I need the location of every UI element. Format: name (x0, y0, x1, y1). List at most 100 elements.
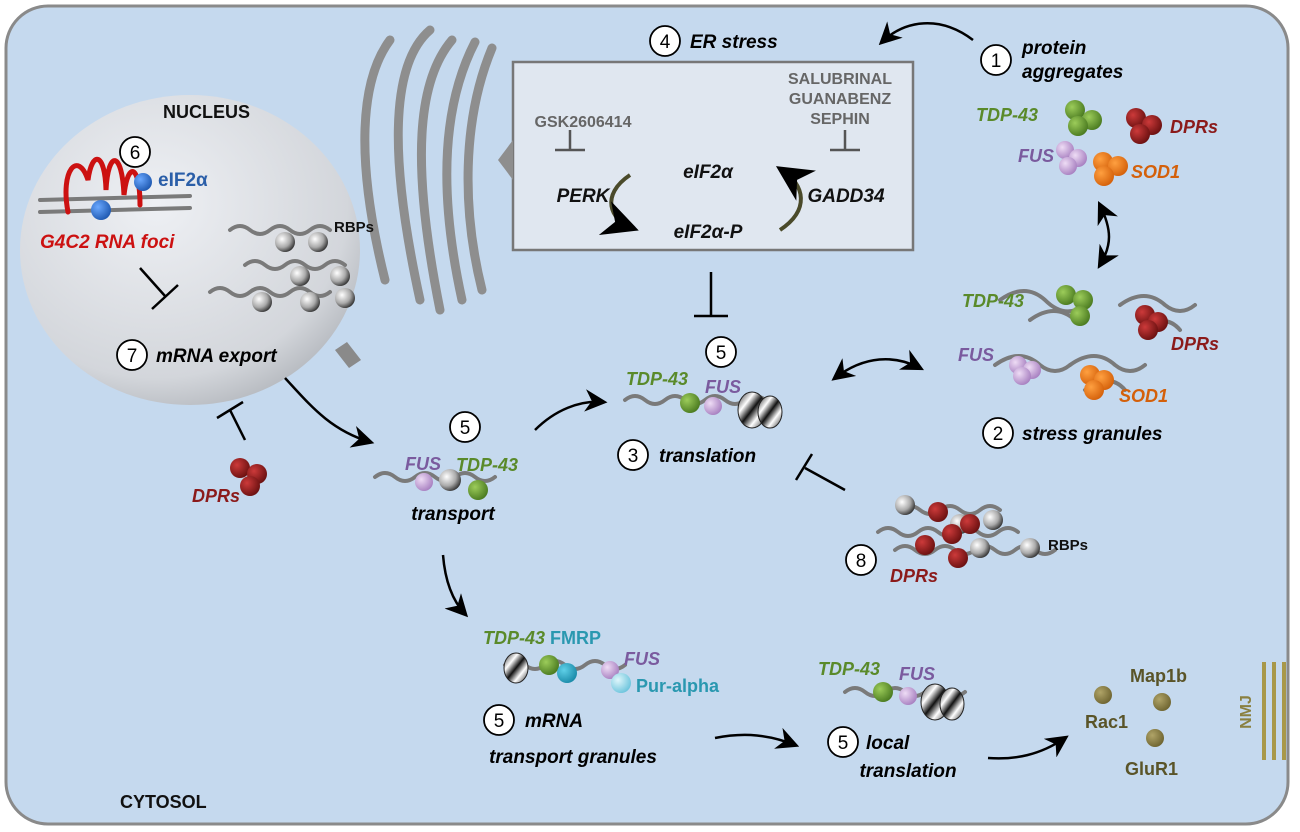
node-1-line2: aggregates (1022, 62, 1123, 83)
tdp43-sg-label: TDP-43 (962, 291, 1024, 311)
eif2a-box-label: eIF2α (683, 162, 734, 183)
inhibit-dprs-stem (228, 409, 247, 441)
dpr-mrna-3 (898, 504, 1002, 516)
ribosome (503, 652, 529, 684)
fus-sphere (601, 661, 619, 679)
gadd34-label: GADD34 (807, 186, 885, 207)
node-7-number: 7 (127, 346, 138, 367)
gadd34-inhibitor-1: SALUBRINAL (788, 71, 892, 88)
sg-mrna-6 (1068, 354, 1147, 373)
rbp-sphere (308, 232, 328, 252)
rbp-sphere (970, 538, 990, 558)
rbp-sphere (300, 292, 320, 312)
endoplasmic-reticulum (360, 25, 497, 315)
eif2a-sphere (134, 173, 152, 191)
inhibit-foci-bar (151, 284, 179, 310)
fus-sphere (899, 687, 917, 705)
nmj-label: NMJ (1238, 695, 1255, 729)
arrow-aggregates-to-er (878, 21, 974, 46)
tdp43-sphere (873, 682, 893, 702)
fus-sphere (1056, 141, 1074, 159)
rbp-sphere (983, 510, 1003, 530)
dpr-sphere (240, 476, 260, 496)
perk-label: PERK (557, 186, 611, 207)
glur1-sphere (1146, 729, 1164, 747)
node-6-circle (119, 136, 151, 168)
arrow-export-to-transport (284, 377, 375, 448)
g4c2-rna-foci-shape (63, 157, 143, 215)
tdp43-sphere (1056, 285, 1076, 305)
sg-mrna-3 (1118, 294, 1197, 313)
transport-mrna (373, 471, 497, 483)
fus-local-label: FUS (899, 664, 935, 684)
arrow-local-to-synaptic (987, 735, 1069, 760)
perk-inhibitor-label: GSK2606414 (535, 114, 632, 131)
tdp43-granule-label: TDP-43 (483, 628, 545, 648)
tdp43-sphere (539, 655, 559, 675)
cycle-arrow-left (598, 173, 639, 236)
nuclear-mrna-1 (228, 224, 332, 236)
rbp-sphere (335, 288, 355, 308)
dprs-cytosol-label: DPRs (192, 486, 240, 506)
inhibit-foci-stem (139, 267, 166, 297)
node-7-label: mRNA export (156, 346, 277, 367)
tdp43-local-label: TDP-43 (818, 659, 880, 679)
node-1-line1: protein (1021, 38, 1086, 59)
inhibit-8-stem (804, 466, 846, 492)
rbp-sphere (290, 266, 310, 286)
fus-sg-label: FUS (958, 345, 994, 365)
sod1-sphere (1094, 166, 1114, 186)
eif2ap-box-label: eIF2α-P (674, 222, 743, 243)
node-1-number: 1 (991, 51, 1002, 72)
node-2-number: 2 (993, 424, 1004, 445)
rbps-nucleus-label: RBPs (334, 219, 374, 236)
fus-granule-label: FUS (624, 649, 660, 669)
arrow-transport-to-granules (441, 554, 469, 618)
node-2-label: stress granules (1022, 424, 1162, 445)
node-3-circle (617, 439, 649, 471)
gadd34-inhibitor-3: SEPHIN (810, 111, 870, 128)
node-5-transport-circle (449, 411, 481, 443)
node-8-circle (845, 544, 877, 576)
dpr-sphere (948, 548, 968, 568)
inhibit-dprs-bar (216, 400, 244, 420)
node-4-number: 4 (660, 32, 671, 53)
node-6-number: 6 (130, 143, 141, 164)
node-5-local-line2: translation (859, 761, 956, 782)
dpr-sphere (1138, 320, 1158, 340)
er-box-connector (498, 140, 513, 180)
fus-sphere (1059, 157, 1077, 175)
gadd34-inhibitor-2: GUANABENZ (789, 91, 891, 108)
g4c2-label: G4C2 RNA foci (40, 232, 175, 253)
tdp43-agg-label: TDP-43 (976, 105, 1038, 125)
dprs-8-label: DPRs (890, 566, 938, 586)
pur-alpha-label: Pur-alpha (636, 676, 720, 696)
glur1-label: GluR1 (1125, 759, 1178, 779)
fus-transport-label: FUS (405, 454, 441, 474)
dprs-sg-label: DPRs (1171, 334, 1219, 354)
rbp-sphere (275, 232, 295, 252)
fmrp-sphere (557, 663, 577, 683)
dpr-sphere (1130, 124, 1150, 144)
rbp-sphere (330, 266, 350, 286)
eif2a-sphere (91, 200, 111, 220)
node-5-granules-circle (483, 704, 515, 736)
node-5-translation-circle (705, 336, 737, 368)
tdp43-translation-label: TDP-43 (626, 369, 688, 389)
node-5-granules-line2: transport granules (489, 747, 657, 768)
ribosome (939, 687, 965, 721)
dpr-sphere (942, 524, 962, 544)
ribosome (757, 395, 783, 429)
cycle-arrow-right (775, 166, 816, 232)
rbp-sphere (1020, 538, 1040, 558)
arrow-translation-granules (831, 349, 924, 381)
fus-sphere (704, 397, 722, 415)
node-5-local-line1: local (866, 733, 910, 754)
cytosol-label: CYTOSOL (120, 792, 207, 812)
sod1-sg-label: SOD1 (1119, 386, 1168, 406)
node-3-label: translation (659, 446, 756, 467)
tdp43-sphere (1065, 100, 1085, 120)
rbps-dpr-label: RBPs (1048, 537, 1088, 554)
node-4-circle (649, 25, 681, 57)
sod1-agg-label: SOD1 (1131, 162, 1180, 182)
